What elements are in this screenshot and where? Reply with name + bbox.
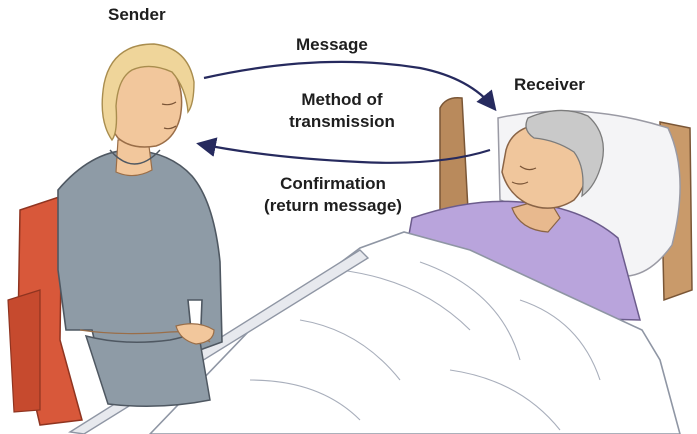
sender-figure	[58, 44, 222, 406]
receiver-label: Receiver	[514, 74, 585, 96]
method-of-transmission-label: Method of transmission	[262, 89, 422, 133]
method-label-line1: Method of	[262, 89, 422, 111]
sender-label: Sender	[108, 4, 166, 26]
method-label-line2: transmission	[262, 111, 422, 133]
confirmation-label-line2: (return message)	[248, 195, 418, 217]
confirmation-label: Confirmation (return message)	[248, 173, 418, 217]
confirmation-label-line1: Confirmation	[248, 173, 418, 195]
message-label: Message	[296, 34, 368, 56]
